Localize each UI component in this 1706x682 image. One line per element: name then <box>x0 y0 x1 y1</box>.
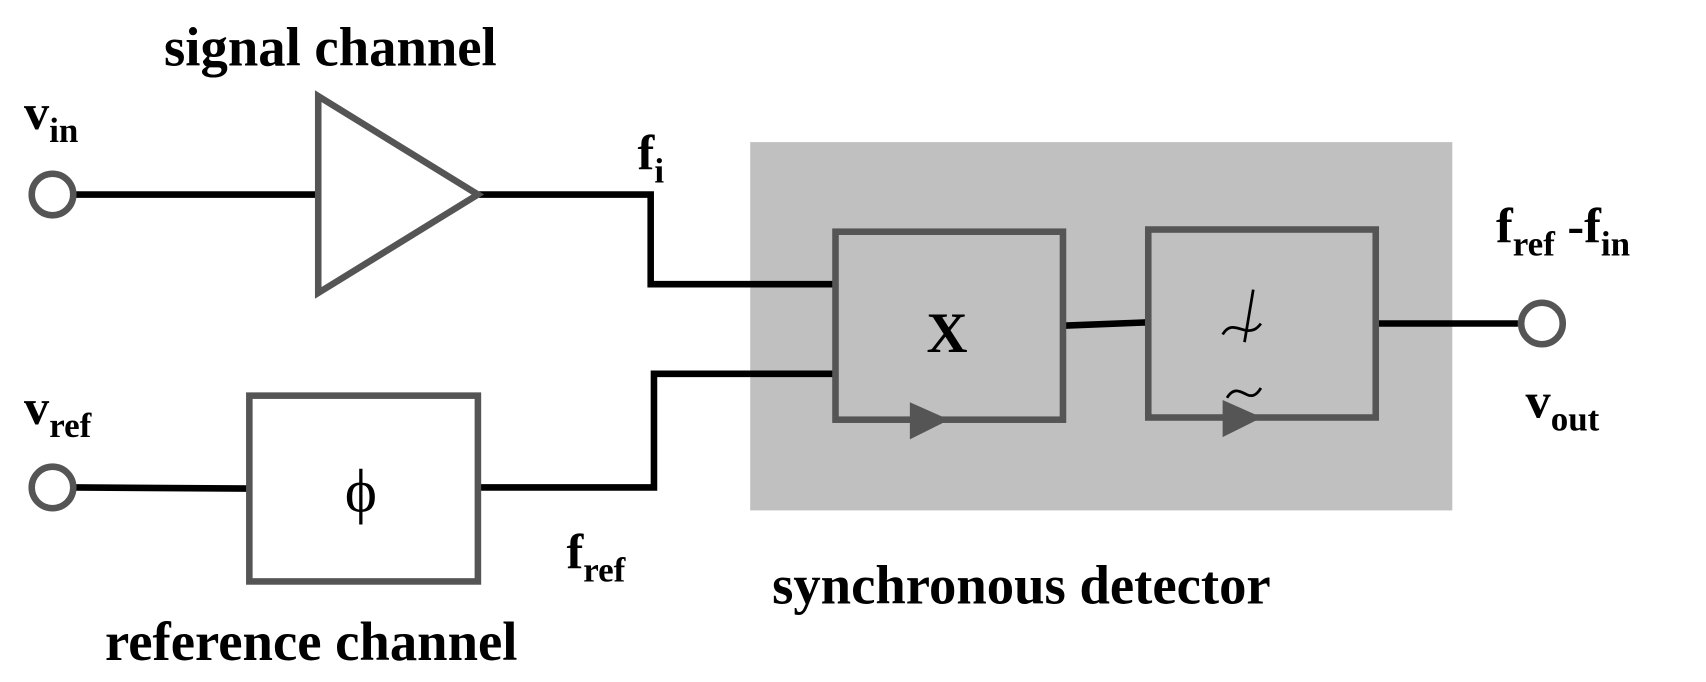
reference-channel-label: reference channel <box>105 611 517 672</box>
wire-vref-phase <box>74 484 250 492</box>
mixer-symbol: X <box>927 302 968 365</box>
synchronous-detector-label: synchronous detector <box>772 554 1271 615</box>
lowpass-arrow <box>1222 400 1263 438</box>
fi-label: fi <box>638 124 665 190</box>
amplifier-triangle <box>314 90 485 299</box>
frequency-difference-label: fref -fin <box>1496 198 1630 264</box>
wire-amp-mixer <box>478 191 834 288</box>
vout-label: vout <box>1526 373 1600 439</box>
signal-channel-label: signal channel <box>164 17 497 78</box>
vout-terminal <box>1517 299 1567 348</box>
phase-symbol: ϕ <box>345 458 377 526</box>
vin-label: vin <box>24 84 78 150</box>
wire-mixer-lowpass <box>1062 319 1147 329</box>
wire-phase-mixer <box>477 370 834 491</box>
fref-label: fref <box>566 523 625 589</box>
vref-label: vref <box>24 379 92 445</box>
lowpass-symbol <box>1221 289 1263 399</box>
phase-shifter-block <box>246 392 482 585</box>
vin-terminal <box>28 170 77 219</box>
mixer-arrow <box>909 402 950 440</box>
vref-terminal <box>28 463 77 512</box>
